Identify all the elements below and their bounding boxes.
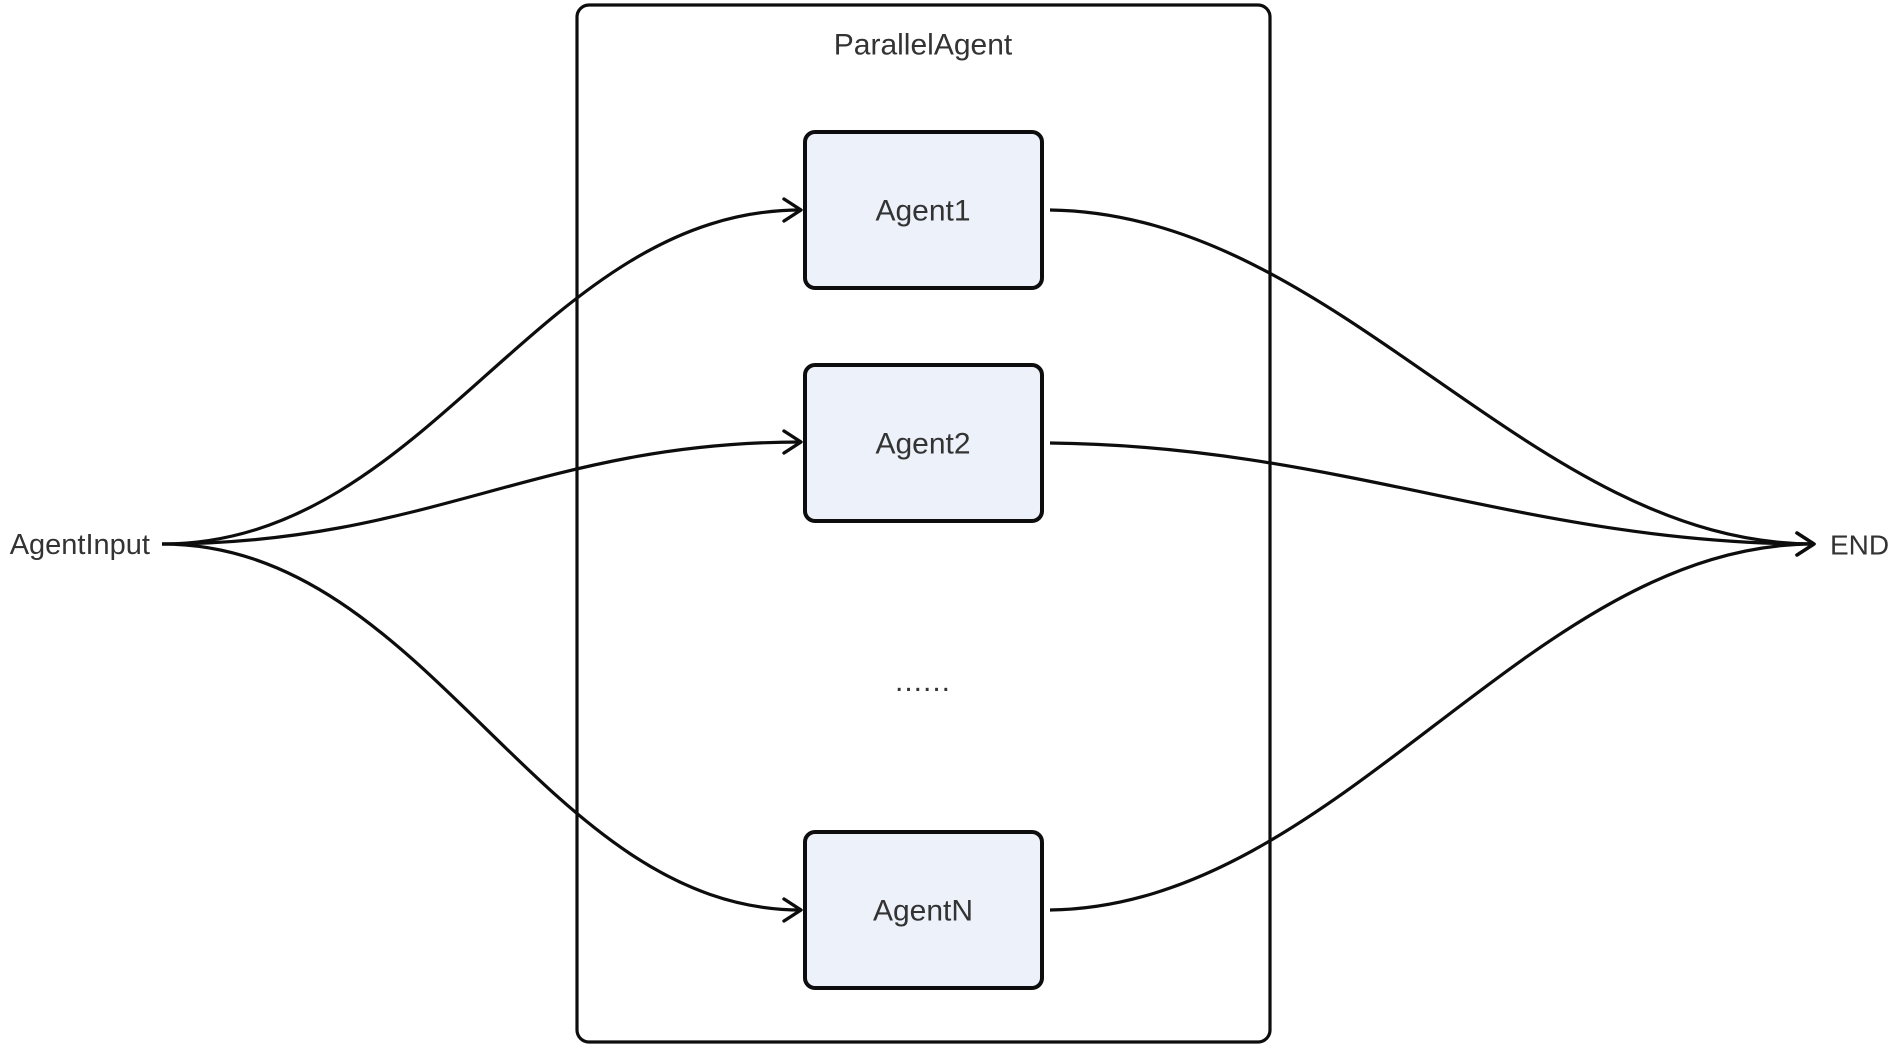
parallel-agent-container-title: ParallelAgent — [834, 29, 1013, 62]
edge-agentinput-to-agent2 — [161, 429, 803, 546]
edge-agent2-to-end — [1049, 441, 1816, 557]
node-agent1-label: Agent1 — [875, 195, 970, 228]
edge-agent1-to-end — [1049, 208, 1816, 557]
node-agent2-label: Agent2 — [875, 428, 970, 461]
node-agentn-label: AgentN — [873, 895, 973, 928]
ellipsis-label: ...... — [895, 665, 951, 698]
end-label: END — [1830, 530, 1888, 561]
edge-agentn-to-end — [1049, 531, 1816, 912]
edge-agentinput-to-agent1 — [161, 197, 803, 546]
edge-agentinput-to-agentn — [161, 542, 803, 923]
node-agentn — [803, 830, 1044, 990]
node-agent2 — [803, 363, 1044, 523]
parallel-agent-container — [575, 3, 1272, 1044]
node-agent1 — [803, 130, 1044, 290]
agent-input-label: AgentInput — [10, 529, 150, 561]
